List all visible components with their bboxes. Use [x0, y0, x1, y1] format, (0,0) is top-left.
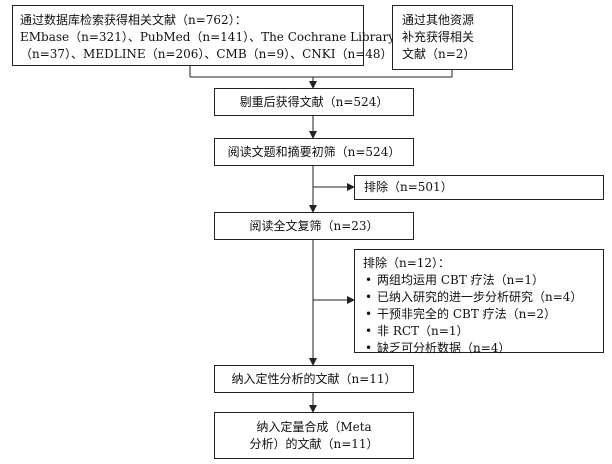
- dedup-box: 剔重后获得文献（n=524）: [214, 88, 414, 116]
- database-search-line-1: 通过数据库检索获得相关文献（n=762）：: [20, 13, 247, 27]
- dedup-text: 剔重后获得文献（n=524）: [239, 94, 389, 109]
- database-search-box: 通过数据库检索获得相关文献（n=762）： EMbase（n=321）、PubM…: [12, 5, 396, 66]
- exclude-2-item: 两组均运用 CBT 疗法（n=1）: [363, 272, 603, 289]
- quantitative-line-1: 纳入定量合成（Meta: [256, 420, 372, 434]
- exclude-2-item: 已纳入研究的进一步分析研究（n=4）: [363, 289, 603, 306]
- other-sources-line-2: 补充获得相关: [402, 30, 475, 44]
- qualitative-analysis-text: 纳入定性分析的文献（n=11）: [231, 371, 397, 386]
- database-search-line-3: （n=37）、MEDLINE（n=206）、CMB（n=9）、CNKI（n=48…: [20, 47, 393, 61]
- fulltext-screen-text: 阅读全文复筛（n=23）: [249, 218, 379, 233]
- exclude-text-1: 排除（n=501）: [364, 180, 453, 194]
- exclude-2-header: 排除（n=12）：: [363, 256, 451, 270]
- other-sources-line-3: 文献（n=2）: [402, 47, 476, 61]
- database-search-line-2: EMbase（n=321）、PubMed（n=141）、The Cochrane…: [20, 30, 396, 44]
- exclude-2-item: 缺乏可分析数据（n=4）: [363, 340, 603, 357]
- quantitative-line-2: 分析）的文献（n=11）: [249, 437, 379, 451]
- exclude-2-item: 干预非完全的 CBT 疗法（n=2）: [363, 306, 603, 323]
- title-abstract-screen-box: 阅读文题和摘要初筛（n=524）: [214, 138, 414, 166]
- other-sources-box: 通过其他资源 补充获得相关 文献（n=2）: [392, 5, 513, 70]
- quantitative-synthesis-box: 纳入定量合成（Meta 分析）的文献（n=11）: [214, 412, 414, 459]
- title-abstract-screen-text: 阅读文题和摘要初筛（n=524）: [227, 144, 401, 159]
- exclude-box-2: 排除（n=12）： 两组均运用 CBT 疗法（n=1） 已纳入研究的进一步分析研…: [354, 249, 604, 357]
- exclude-2-list: 两组均运用 CBT 疗法（n=1） 已纳入研究的进一步分析研究（n=4） 干预非…: [363, 272, 603, 357]
- exclude-2-item: 非 RCT（n=1）: [363, 323, 603, 340]
- exclude-box-1: 排除（n=501）: [354, 175, 604, 200]
- fulltext-screen-box: 阅读全文复筛（n=23）: [214, 212, 414, 240]
- qualitative-analysis-box: 纳入定性分析的文献（n=11）: [214, 365, 414, 393]
- other-sources-line-1: 通过其他资源: [402, 13, 475, 27]
